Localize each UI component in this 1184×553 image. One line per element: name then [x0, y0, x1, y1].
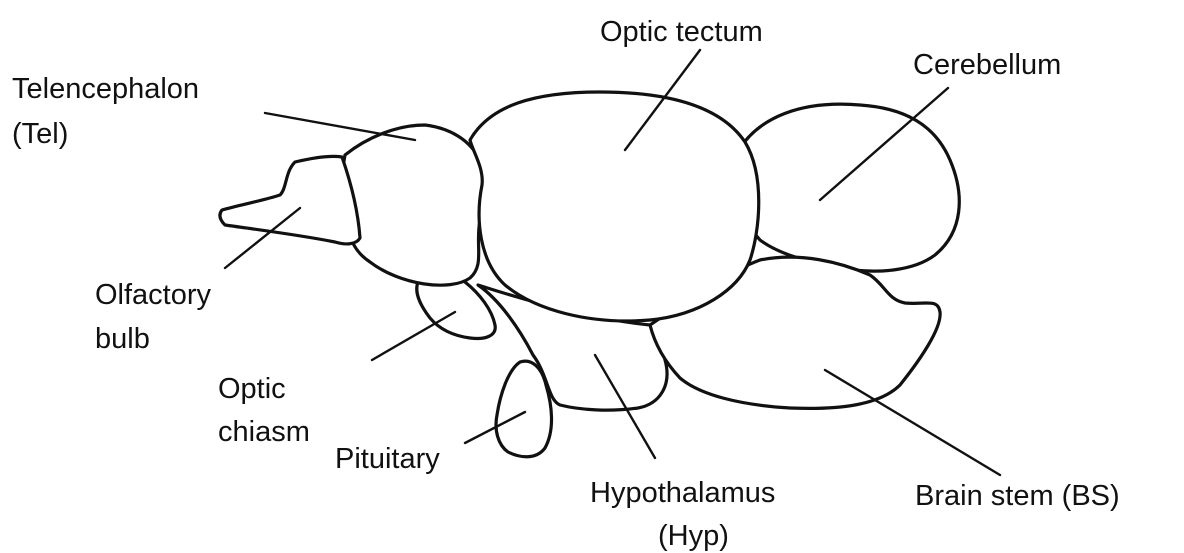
olfactory-bulb-label-line2: bulb	[95, 323, 150, 355]
cerebellum-region	[734, 104, 959, 271]
olfactory-bulb-region	[220, 156, 360, 244]
brain-stem-leader	[825, 370, 1000, 475]
telencephalon-abbr-label: (Tel)	[12, 118, 68, 150]
optic-chiasm-label: Optic	[218, 373, 286, 405]
optic-chiasm-leader	[372, 312, 455, 360]
optic-chiasm-label-line2: chiasm	[218, 416, 310, 448]
telencephalon-leader	[265, 113, 415, 140]
pituitary-label: Pituitary	[335, 443, 440, 475]
optic-tectum-region	[470, 92, 759, 321]
pituitary-region	[496, 361, 551, 457]
hypothalamus-abbr-label: (Hyp)	[658, 520, 729, 552]
hypothalamus-label: Hypothalamus	[590, 477, 775, 509]
olfactory-bulb-label: Olfactory	[95, 279, 212, 311]
optic-tectum-label: Optic tectum	[600, 16, 763, 48]
telencephalon-region	[343, 125, 485, 285]
cerebellum-label: Cerebellum	[913, 49, 1061, 81]
brain-stem-label: Brain stem (BS)	[915, 480, 1120, 512]
telencephalon-label: Telencephalon	[12, 73, 199, 105]
